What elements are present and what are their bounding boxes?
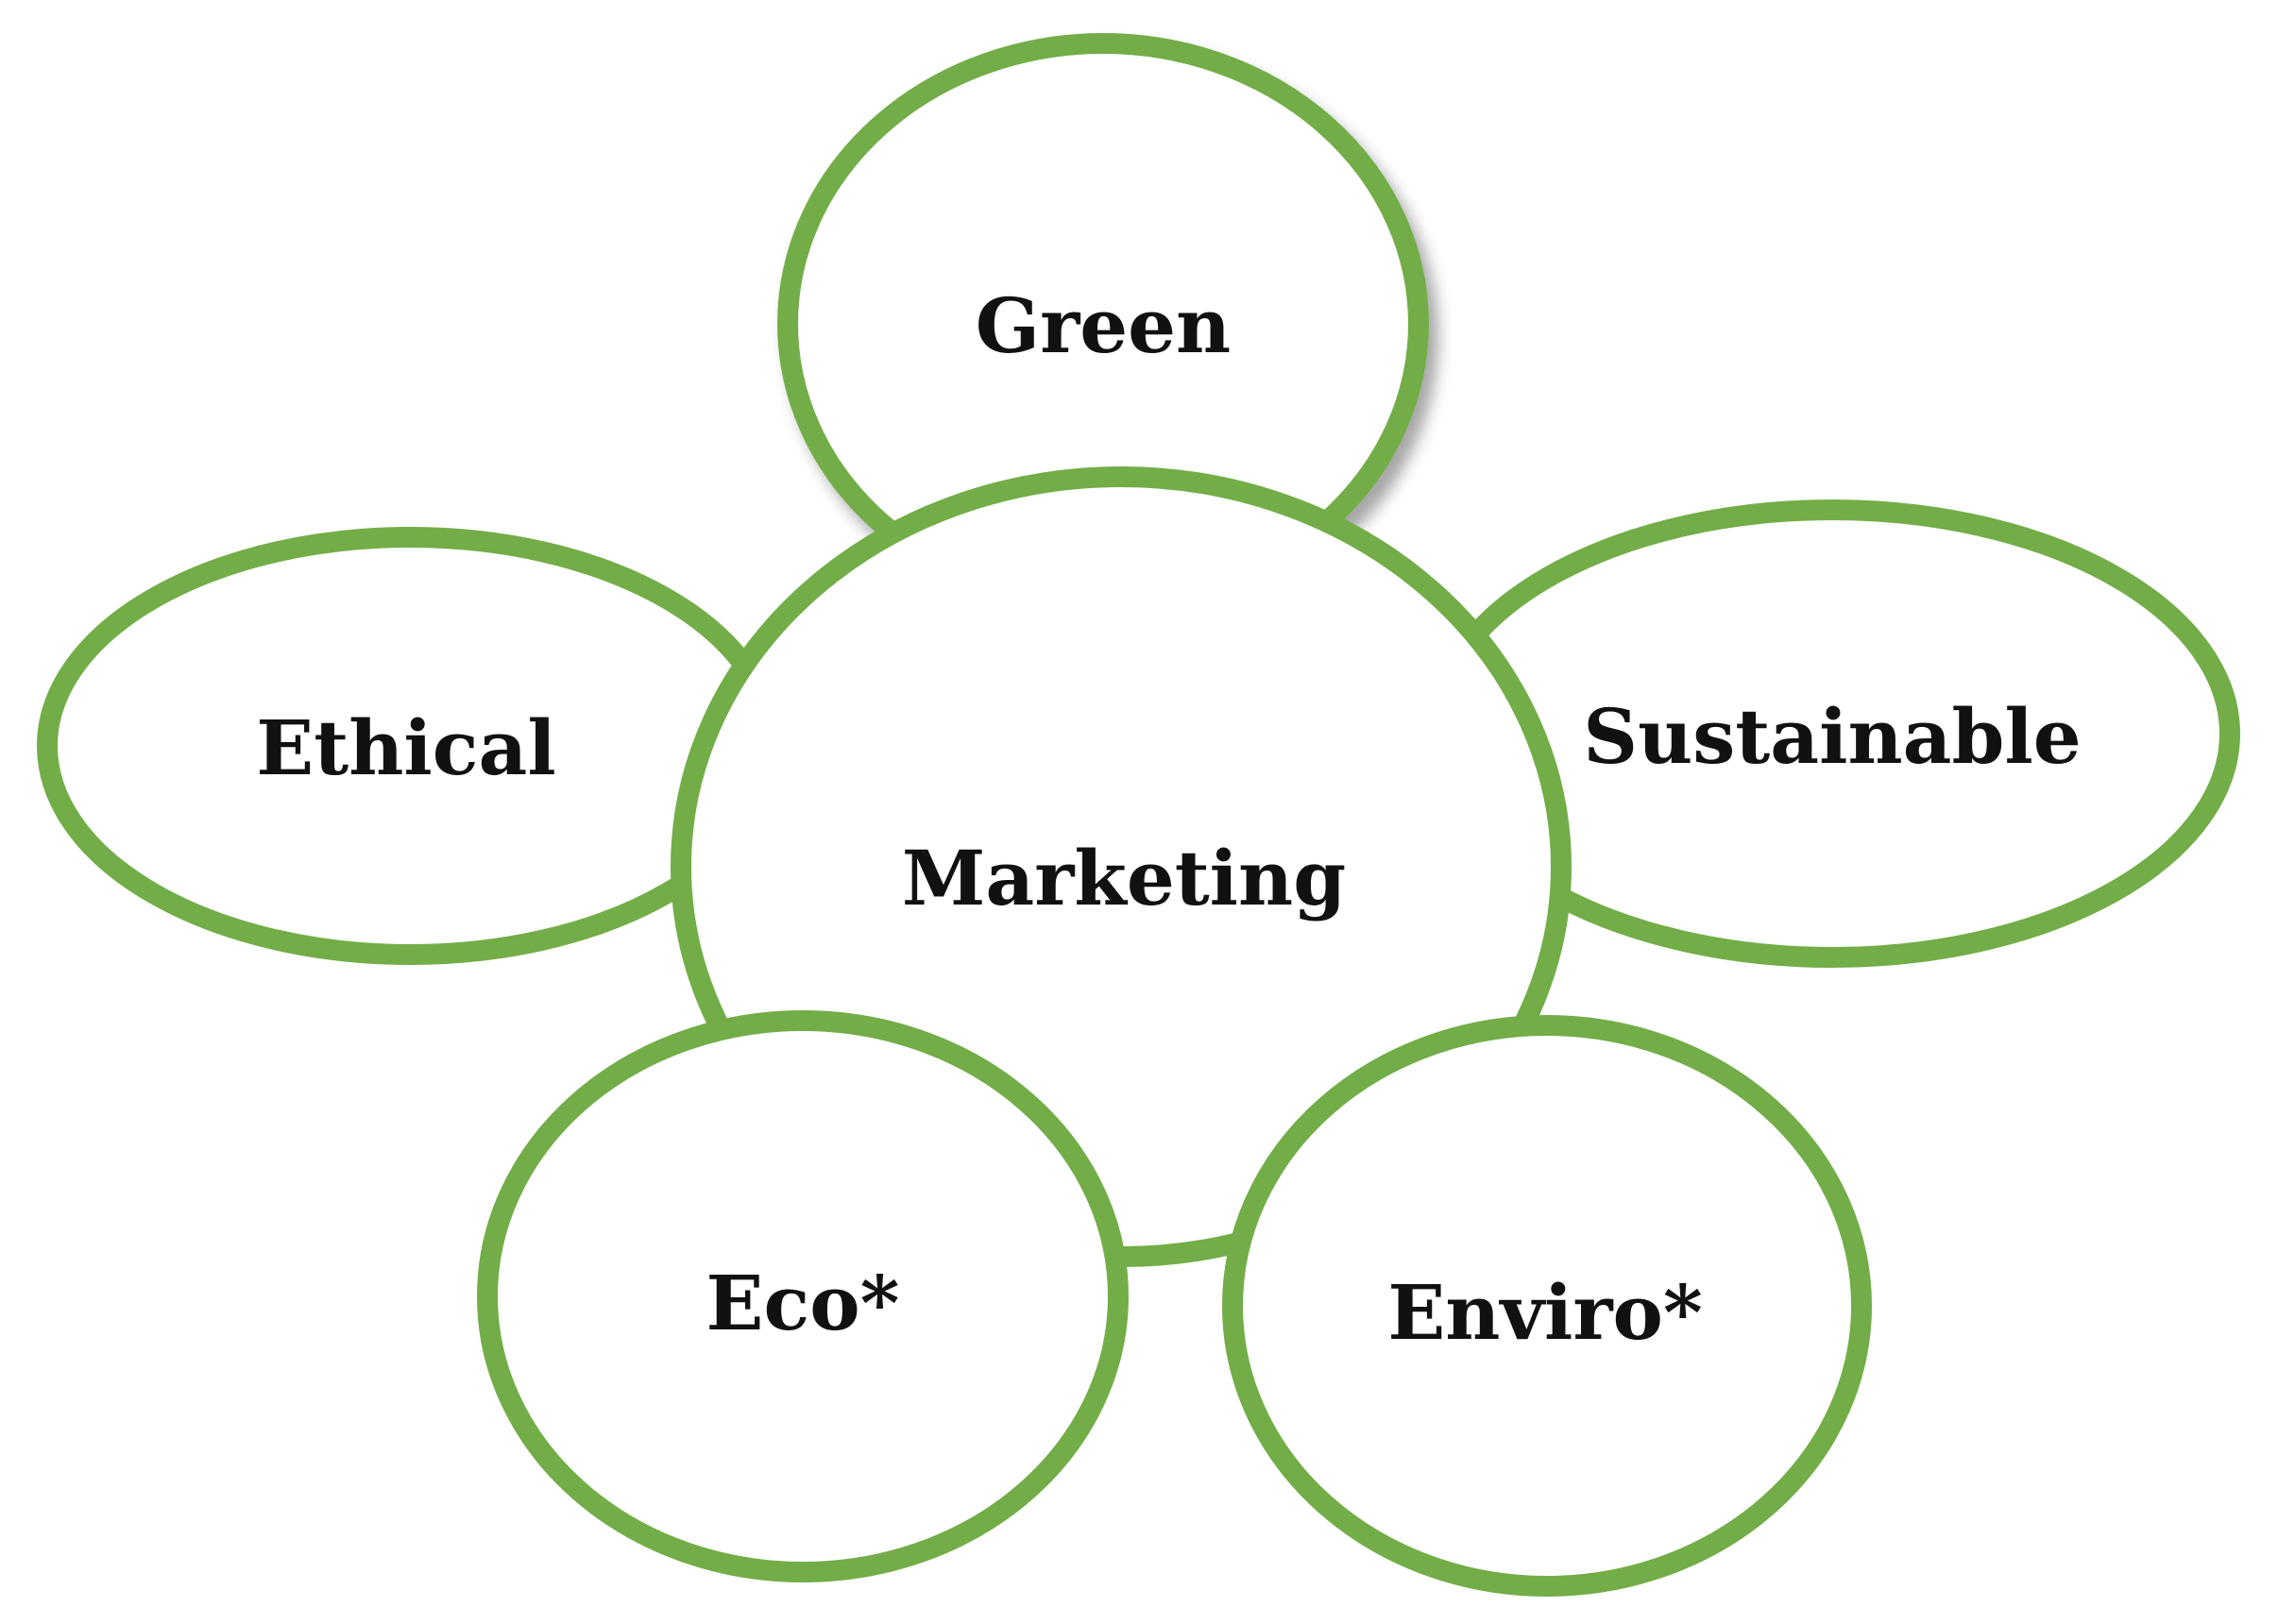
node-eco-label: Eco* xyxy=(706,1259,900,1347)
node-enviro-shape xyxy=(1222,1015,1872,1597)
node-green-label: Green xyxy=(976,281,1231,370)
node-green: Green xyxy=(777,33,1429,615)
node-enviro: Enviro* xyxy=(1222,1015,1872,1597)
node-eco-shape xyxy=(477,1010,1129,1582)
node-sustainable: Sustainable xyxy=(1424,499,2240,968)
node-ethical: Ethical xyxy=(37,527,783,965)
node-sustainable-label: Sustainable xyxy=(1583,692,2081,781)
node-ethical-label: Ethical xyxy=(256,703,555,792)
node-enviro-label: Enviro* xyxy=(1387,1268,1702,1357)
node-marketing-label: Marketing xyxy=(902,834,1346,922)
node-eco: Eco* xyxy=(477,1010,1129,1582)
